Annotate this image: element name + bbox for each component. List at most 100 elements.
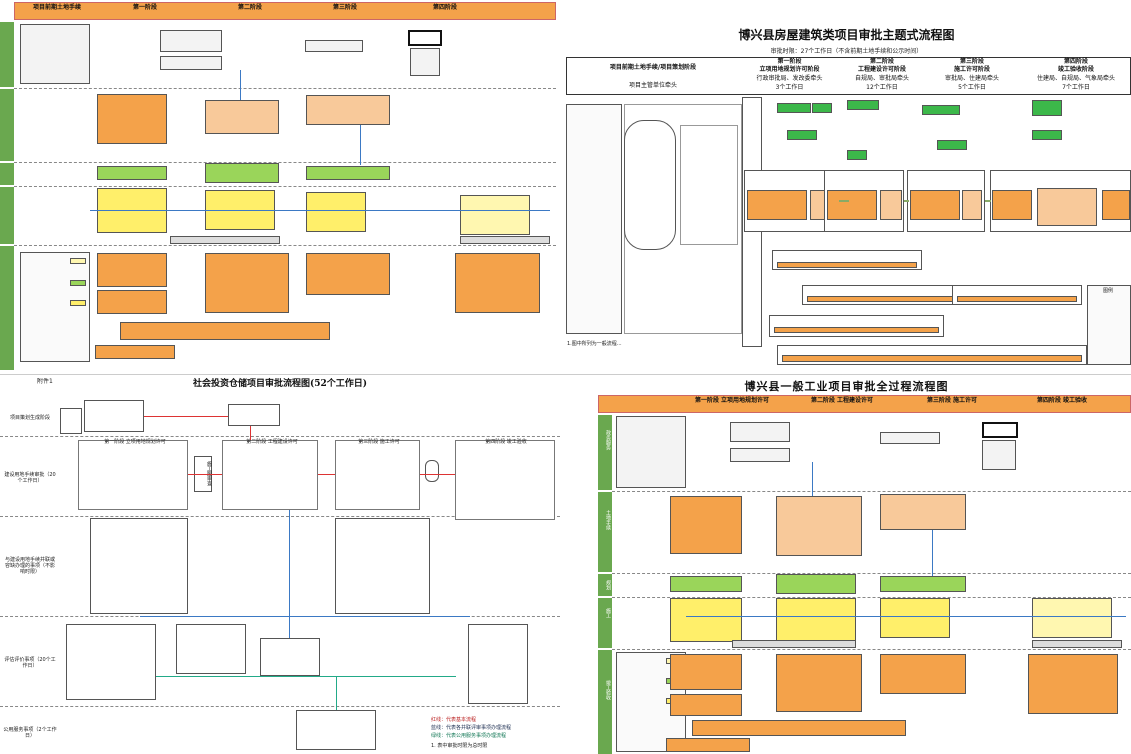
- bl-stage-label: 第一阶段 立项用地规划许可: [104, 439, 166, 445]
- tr-subtitle: 审批时限：27个工作日（不含前期土地手续和公示时间）: [770, 48, 923, 55]
- tr-capsule: [624, 120, 676, 250]
- bl-lane: [60, 408, 82, 434]
- tr-stage-days: 5个工作日: [958, 84, 986, 91]
- tl-connector: [360, 125, 361, 165]
- bl-legend-green: 绿线：代表公用服务事项办理流程: [431, 733, 507, 739]
- br-div: [612, 649, 1131, 650]
- br-stage: 第一阶段 立项用地规划许可: [694, 397, 770, 404]
- top-left-flowchart: 项目前期土地手续 第一阶段 第二阶段 第三阶段 第四阶段: [0, 0, 558, 372]
- tl-box: [306, 253, 390, 295]
- tl-box: [170, 236, 280, 244]
- tr-stage-name: 第一阶段: [777, 58, 802, 65]
- br-box: [730, 448, 790, 462]
- bl-stage-box: [455, 440, 555, 520]
- tr-box: [937, 140, 967, 150]
- bl-stage-box: [222, 440, 318, 510]
- tl-box: [97, 166, 167, 180]
- tl-lane-2: [0, 89, 14, 161]
- tl-stage-1: 第一阶段: [132, 4, 157, 11]
- tl-div-4: [14, 245, 556, 246]
- br-box: [692, 720, 906, 736]
- br-div: [612, 491, 1131, 492]
- tr-pre-lead: 项目主管单位牵头: [628, 82, 677, 89]
- br-box: [776, 598, 856, 642]
- bl-box: [425, 460, 439, 482]
- tl-box: [306, 192, 366, 232]
- bl-footnote: 1. 表中审批时限为总时限: [431, 743, 488, 749]
- br-box: [1032, 640, 1122, 648]
- tr-stage-days: 7个工作日: [1062, 84, 1090, 91]
- tl-box: [460, 195, 530, 235]
- top-right-flowchart: 博兴县房屋建筑类项目审批主题式流程图 审批时限：27个工作日（不含前期土地手续和…: [562, 0, 1131, 372]
- br-lane-label: 竣工验收: [605, 680, 611, 700]
- bl-attachment: 附件1: [37, 378, 53, 385]
- tl-box: [20, 24, 90, 84]
- br-lane: [598, 492, 612, 572]
- tl-stage-2: 第二阶段: [237, 4, 262, 11]
- tr-stage-label: 工程建设许可阶段: [857, 66, 906, 73]
- tr-box: [952, 285, 1082, 305]
- tr-stage-name: 第二阶段: [869, 58, 894, 65]
- bl-center-label: 施工图审查: [195, 460, 213, 487]
- bl-box: [468, 624, 528, 704]
- tr-box: [847, 100, 879, 110]
- tr-form: [680, 125, 738, 245]
- tr-box: [827, 190, 877, 220]
- tl-box: [160, 56, 222, 70]
- br-box: [670, 654, 742, 690]
- tl-lane-3: [0, 163, 14, 185]
- tl-stage-4: 第四阶段: [432, 4, 457, 11]
- tr-stage-label: 施工许可阶段: [953, 66, 990, 73]
- bl-green-line: [156, 676, 456, 677]
- br-lane-label: 施工: [605, 608, 611, 618]
- tl-div-1: [14, 88, 556, 89]
- tr-box: [777, 262, 917, 268]
- tl-box: [205, 253, 289, 313]
- br-box: [670, 496, 742, 554]
- tr-box: [777, 103, 811, 113]
- bl-box: [260, 638, 320, 676]
- br-box: [880, 598, 950, 638]
- tl-box: [460, 236, 550, 244]
- tr-box: [802, 285, 962, 305]
- br-box: [776, 574, 856, 594]
- tr-box: [1032, 100, 1062, 116]
- bl-red-line: [318, 474, 335, 475]
- tr-form: [566, 104, 622, 334]
- tl-legend-swatch: [70, 280, 86, 286]
- br-box: [880, 494, 966, 530]
- tr-connector: [904, 200, 909, 202]
- bl-div: [0, 436, 560, 437]
- tr-stage-lead: 行政审批局、发改委牵头: [756, 75, 823, 82]
- tr-stage-days: 3个工作日: [775, 84, 804, 91]
- bl-lane-label: 项目策划生成阶段: [9, 415, 50, 421]
- br-box: [670, 598, 742, 642]
- bl-box: [228, 404, 280, 426]
- br-div: [612, 573, 1131, 574]
- br-connector: [686, 616, 1126, 617]
- tl-box: [205, 100, 279, 134]
- bl-title: 社会投资仓储项目审批流程图(52个工作日): [192, 379, 368, 389]
- quadrant-divider: [0, 374, 1131, 375]
- tr-box: [962, 190, 982, 220]
- tl-box: [97, 94, 167, 144]
- bl-legend-red: 红线：代表基本流程: [431, 717, 477, 723]
- bl-box: [176, 624, 246, 674]
- bl-box: [90, 518, 188, 614]
- br-box: [666, 738, 750, 752]
- tr-stage-name: 第三阶段: [959, 58, 984, 65]
- bl-red-line: [144, 416, 228, 417]
- tl-box: [410, 48, 440, 76]
- tr-box: [847, 150, 867, 160]
- br-lane-label: 政务服务: [605, 430, 611, 450]
- tl-lane-1: [0, 22, 14, 87]
- br-div: [612, 597, 1131, 598]
- bl-stage-label: 第二阶段 工程建设许可: [246, 439, 298, 445]
- tr-box: [957, 296, 1077, 302]
- tr-pre-stage: 项目前期土地手续/项目策划阶段: [609, 64, 697, 71]
- br-box: [1028, 654, 1118, 714]
- tr-connector: [985, 200, 991, 202]
- br-box: [880, 432, 940, 444]
- bl-blue-line: [140, 616, 470, 617]
- br-box: [732, 640, 856, 648]
